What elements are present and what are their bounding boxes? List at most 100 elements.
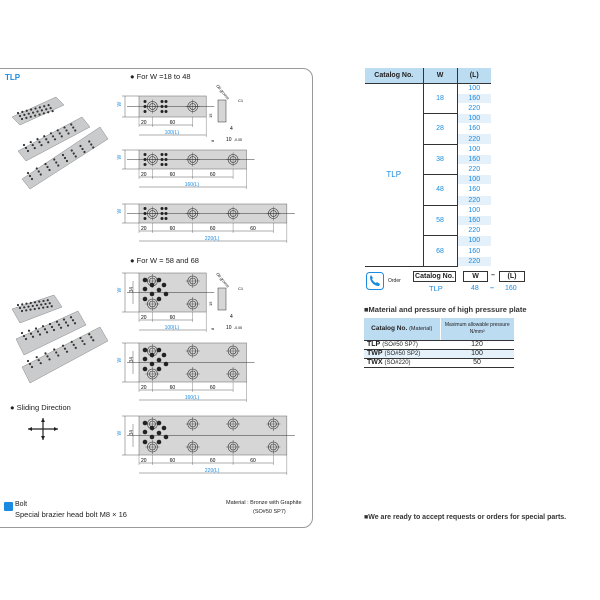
graphite-plug [52, 328, 56, 332]
graphite-plug [44, 352, 47, 355]
graphite-plug [143, 163, 147, 166]
graphite-plug [55, 320, 59, 323]
graphite-plug [40, 303, 43, 306]
w-cell: 18 [422, 83, 458, 115]
l-cell: 100 [457, 205, 491, 216]
w-cell: 28 [422, 113, 458, 145]
graphite-plug [74, 346, 77, 349]
graphite-plug [45, 138, 48, 141]
graphite-plug [143, 212, 147, 215]
graphite-plug [23, 306, 26, 309]
graphite-plug [33, 146, 36, 150]
graphite-plug [81, 339, 84, 343]
graphite-plug [161, 425, 167, 431]
graphite-plug [79, 336, 82, 340]
dim-60: 60 [210, 385, 216, 391]
graphite-plug [25, 116, 28, 119]
l-cell: 160 [457, 184, 491, 196]
graphite-plug [57, 164, 60, 167]
dim-20: 20 [141, 226, 147, 232]
graphite-plug [65, 350, 69, 353]
dim-34: 34 [129, 357, 135, 363]
dim-tolerance: -0.05 [234, 138, 242, 142]
graphite-plug [58, 132, 61, 135]
graphite-plug [38, 113, 41, 116]
l-cell: 220 [457, 133, 491, 145]
graphite-plug [74, 155, 77, 158]
dim-length: 160(L) [185, 182, 200, 188]
graphite-plug [156, 357, 162, 363]
graphite-plug [143, 217, 147, 220]
graphite-plug [33, 301, 37, 304]
graphite-plug [142, 296, 148, 302]
graphite-plug [34, 114, 37, 117]
catalog-row: 160 [365, 184, 491, 196]
graphite-plug [38, 141, 41, 144]
graphite-plug [64, 321, 68, 324]
l-cell: 220 [457, 103, 491, 115]
graphite-plug [21, 110, 24, 113]
dim-20: 20 [141, 385, 147, 391]
header-catalog: Catalog No. [365, 68, 423, 84]
graphite-plug [29, 308, 32, 311]
graphite-plug [164, 100, 168, 103]
graphite-plug [142, 347, 148, 353]
dim-20: 20 [141, 458, 147, 464]
product-photo-2 [11, 295, 108, 384]
graphite-plug [45, 108, 48, 111]
sliding-direction-arrows-icon [28, 418, 58, 440]
graphite-plug [26, 149, 30, 153]
section-w58-68: ● For W = 58 and 68 [130, 256, 199, 265]
graphite-plug [29, 301, 32, 305]
graphite-plug [149, 282, 155, 288]
l-cell: 100 [457, 174, 491, 186]
graphite-plug [160, 153, 164, 156]
graphite-plug [163, 434, 169, 440]
graphite-plug [41, 325, 45, 328]
l-cell: 220 [457, 195, 491, 206]
material-heading: ■Material and pressure of high pressure … [364, 305, 527, 314]
l-cell: 220 [457, 225, 491, 237]
graphite-plug [34, 327, 38, 330]
graphite-plug [71, 319, 75, 322]
graphite-plug [33, 307, 36, 311]
bolt-description: Special brazier head bolt M8 × 16 [15, 510, 127, 519]
graphite-plug [81, 147, 84, 151]
dim-w: W [117, 288, 123, 293]
graphite-plug [142, 277, 148, 283]
graphite-plug [60, 135, 63, 138]
graphite-plug [35, 167, 38, 170]
graphite-plug [70, 340, 73, 343]
graphite-plug [142, 429, 148, 435]
dim-10: 10 [226, 325, 232, 331]
graphite-plug [35, 304, 39, 307]
graphite-plug [26, 171, 30, 175]
graphite-plug [163, 291, 169, 297]
graphite-plug [72, 126, 75, 129]
graphite-plug [35, 356, 38, 359]
graphite-plug [29, 332, 33, 335]
graphite-plug [59, 326, 63, 329]
graphite-plug [69, 316, 73, 319]
order-example-l: 160 [505, 285, 517, 292]
material-row: TLP (SO#50 SP7)120 [364, 340, 514, 350]
graphite-plug [63, 156, 67, 160]
dim-20: 20 [141, 120, 147, 126]
material-code: TWX [367, 359, 383, 366]
dim-60: 60 [170, 172, 176, 178]
dim-60: 60 [210, 226, 216, 232]
graphite-plug [160, 212, 164, 215]
l-cell: 160 [457, 93, 491, 104]
catalog-row: 220 [365, 133, 491, 145]
catalog-row: 160 [365, 215, 491, 227]
graphite-plug [43, 135, 46, 138]
graphite-plug [36, 138, 39, 141]
graphite-plug [37, 359, 40, 362]
graphite-plug [142, 420, 148, 426]
graphite-plug [51, 135, 55, 138]
graphite-plug [63, 347, 67, 350]
dim-34: 34 [129, 430, 135, 436]
graphite-plug [47, 141, 50, 144]
